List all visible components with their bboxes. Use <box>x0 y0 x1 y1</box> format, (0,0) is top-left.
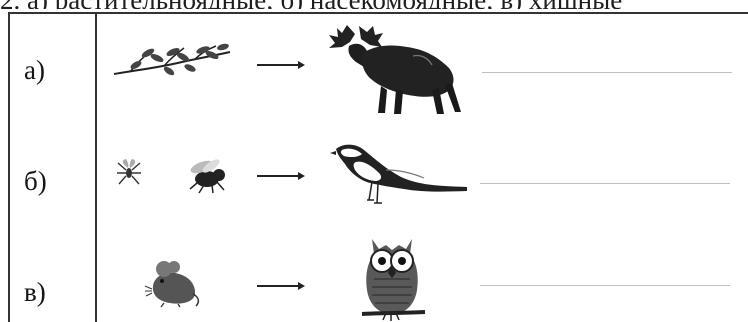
wagtail-icon <box>328 142 470 212</box>
answer-line-v <box>480 285 730 286</box>
arrow-right-icon <box>256 279 306 293</box>
fly-icon <box>184 154 232 196</box>
arrow-right-icon <box>256 169 306 183</box>
moose-icon <box>325 20 465 118</box>
answer-line-a <box>482 72 732 73</box>
row-label-b: б) <box>24 166 47 196</box>
owl-icon <box>356 234 428 322</box>
arrow-right-icon <box>256 58 306 72</box>
row-label-v: в) <box>24 277 46 307</box>
column-divider <box>95 12 97 322</box>
top-cut-text: 2. а) растительноядные; б) насекомоядные… <box>0 0 748 9</box>
plant-branch-icon <box>112 40 232 84</box>
answer-line-b <box>480 183 730 184</box>
mouse-icon <box>144 256 202 308</box>
row-label-a: а) <box>24 55 45 85</box>
mosquito-icon <box>114 158 144 188</box>
food-chain-table <box>8 12 748 322</box>
